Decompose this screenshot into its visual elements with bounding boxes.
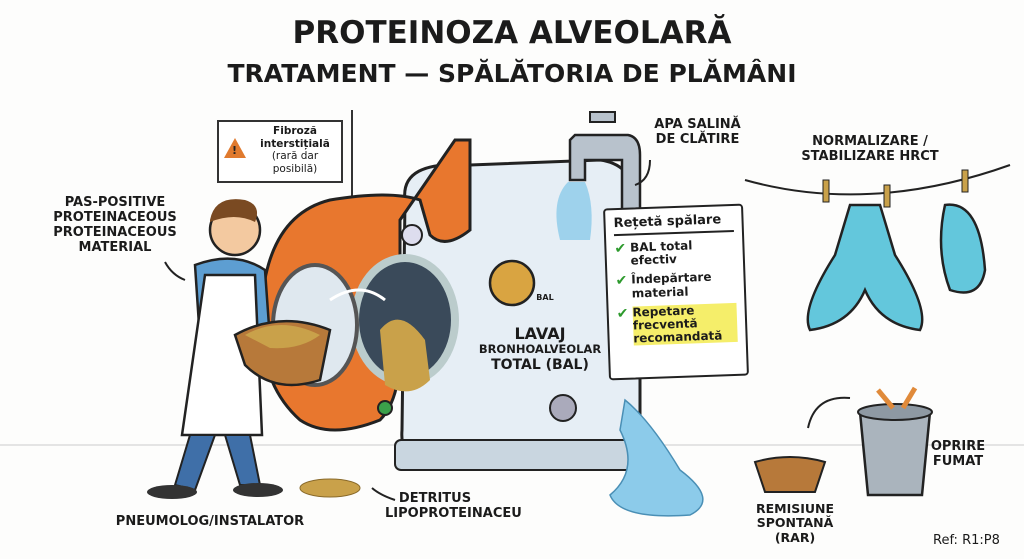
lavage-label: Lavaj bronhoalveolar total (BAL) [478, 324, 602, 373]
trash-lid [857, 403, 933, 421]
smoking-cessation-label: Oprire fumat [930, 439, 986, 469]
remission-label: Remisiune spontană (rar) [755, 501, 835, 545]
sign-sub: (rară dar [271, 150, 319, 163]
fibrosis-warning-sign: ! Fibroză interstițială (rară dar posibi… [217, 120, 343, 183]
person-shoe-left [147, 485, 197, 499]
reference-label: Ref: R1:P8 [933, 533, 1000, 548]
clothespin [961, 169, 969, 193]
checkmark-icon: ✔ [614, 240, 627, 258]
drain-water [609, 398, 704, 517]
dial-label: BAL [536, 293, 554, 302]
warning-icon [224, 138, 246, 158]
person-apron [180, 273, 264, 437]
debris-label: Detritus lipoproteinaceu [385, 491, 522, 521]
arrow-to-tap [634, 159, 651, 186]
transfer-arrow [329, 288, 386, 302]
blue-lungs-hanging [806, 203, 924, 332]
washer-base [394, 439, 646, 471]
person-hair [210, 199, 258, 222]
arrow-to-basket [164, 261, 186, 281]
checkmark-icon: ✔ [615, 273, 628, 290]
water-stream [556, 182, 592, 240]
washer-knob [549, 394, 577, 422]
normalization-label: Normalizare / stabilizare HRCT [801, 134, 939, 164]
person-shoe-right [233, 483, 283, 497]
trash-can [858, 410, 932, 497]
tap-handle [589, 111, 616, 123]
basket-debris [245, 325, 320, 349]
bal-dial [488, 259, 536, 307]
drum-debris [380, 319, 430, 392]
arrow-to-remission [807, 396, 851, 429]
cigarette [900, 386, 918, 410]
recipe-title: Rețetă spălare [613, 211, 734, 237]
title-line-1: Proteinoza alveolară [292, 15, 732, 51]
blue-lung-single [939, 203, 987, 294]
sign-line: interstițială [260, 137, 330, 150]
operator-label: Pneumolog/instalator [115, 514, 305, 529]
pas-material-label: PAS-positive proteinaceous proteinaceous… [53, 195, 177, 255]
recipe-item: ✔BAL total efectiv [614, 238, 693, 268]
title-line-2: Tratament — Spălătoria de plămâni [227, 59, 797, 88]
clothespin [883, 184, 891, 208]
checkmark-icon: ✔ [616, 305, 629, 322]
debris-puddle [299, 478, 361, 498]
green-button [377, 400, 393, 416]
sign-line: Fibroză [273, 125, 317, 137]
clothesline [744, 164, 1011, 196]
recipe-item-highlighted: ✔Repetare frecventă recomandată [616, 302, 738, 347]
water-tap [568, 133, 642, 232]
sign-sub: posibilă) [272, 162, 318, 175]
arrow-to-debris [371, 487, 396, 501]
recipe-card: Rețetă spălare ✔BAL total efectiv ✔Îndep… [603, 203, 749, 381]
recipe-item: ✔Îndepărtare material [615, 270, 712, 301]
clothespin [822, 179, 830, 203]
cigarette [876, 388, 895, 410]
small-basket [753, 456, 827, 493]
person-legs [173, 434, 262, 492]
saline-label: Apa salină de clătire [654, 117, 741, 147]
pressure-gauge [401, 224, 423, 246]
